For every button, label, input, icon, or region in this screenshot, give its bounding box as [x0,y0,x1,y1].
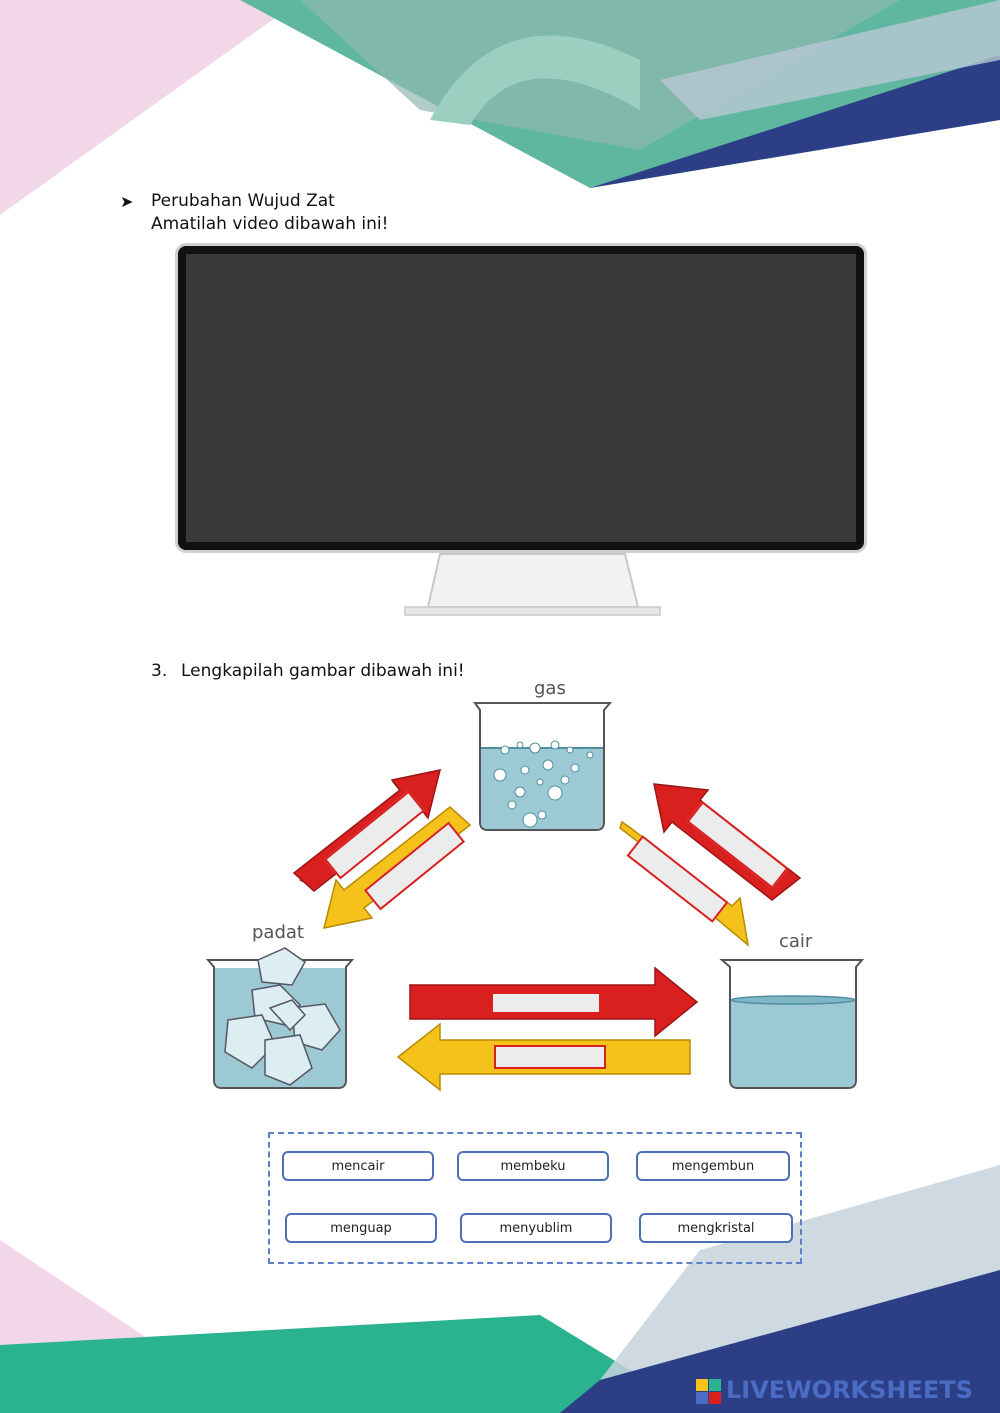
word-chip-membeku[interactable]: membeku [457,1151,609,1181]
footer-navy-shape [560,1270,1000,1413]
section-title: Perubahan Wujud Zat [151,191,335,211]
footer-teal-shape [0,1315,700,1413]
question-text: Lengkapilah gambar dibawah ini! [181,661,465,681]
gas-beaker [473,702,613,831]
word-chip-mencair[interactable]: mencair [282,1151,434,1181]
arrow-bullet-icon: ➤ [120,192,134,211]
word-chip-mengembun[interactable]: mengembun [636,1151,790,1181]
liquid-label: cair [779,931,813,952]
word-chip-mengkristal[interactable]: mengkristal [639,1213,793,1243]
header-gate-shape [430,35,640,125]
header-pink-shape [0,0,300,215]
word-chip-menguap[interactable]: menguap [285,1213,437,1243]
monitor-stand [404,553,661,616]
solid-label: padat [252,922,304,943]
question-number: 3. [151,661,168,681]
liveworksheets-logo-icon [696,1379,721,1404]
liquid-beaker [719,959,865,1089]
video-player[interactable] [178,246,864,550]
header-navy-shape [590,55,1000,188]
word-bank [268,1132,802,1264]
header-building-shape [660,0,1000,120]
solid-beaker [205,947,355,1089]
word-chip-menyublim[interactable]: menyublim [460,1213,612,1243]
drop-box-solid-to-liquid[interactable] [491,992,601,1014]
drop-box-liquid-to-solid[interactable] [494,1045,606,1069]
liveworksheets-watermark: LIVEWORKSHEETS [726,1376,973,1404]
gas-label: gas [534,678,566,699]
instruction-text: Amatilah video dibawah ini! [151,214,389,234]
